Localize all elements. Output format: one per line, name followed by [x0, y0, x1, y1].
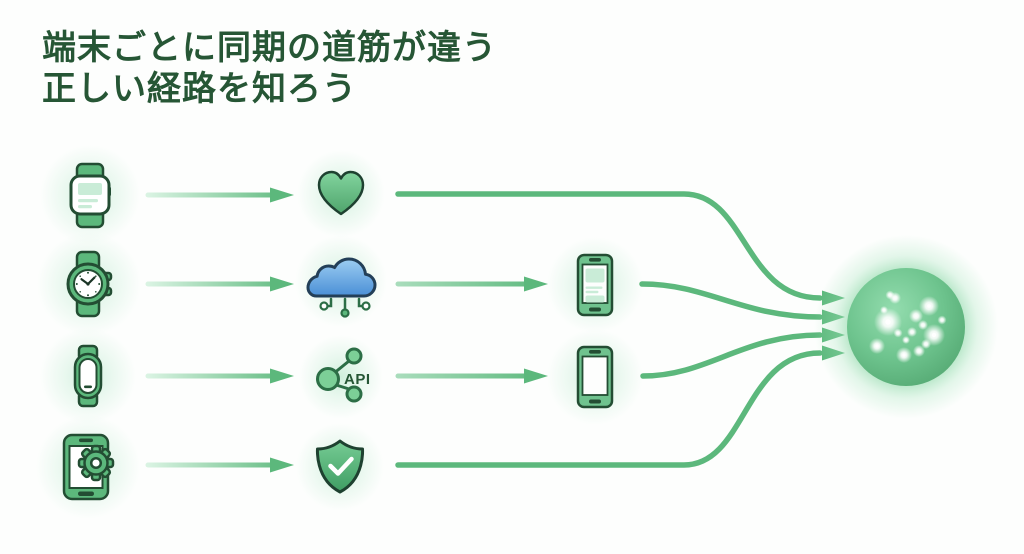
arrow-api-to-phone	[395, 368, 548, 384]
arrow-cloud-to-phone	[395, 276, 548, 292]
smartwatch-icon	[69, 162, 111, 229]
arrow-phone-to-shield	[145, 457, 294, 473]
gear-icon	[77, 444, 115, 482]
smartphone-blank-icon	[576, 345, 614, 409]
data-hub-sphere	[814, 235, 998, 419]
sphere-sparkles	[869, 290, 947, 363]
api-label: API	[344, 371, 371, 388]
fitness-band-icon	[73, 344, 103, 408]
api-share-icon: API	[316, 347, 371, 403]
title-line-1: 端末ごとに同期の道筋が違う	[42, 29, 497, 67]
page-title: 端末ごとに同期の道筋が違う 正しい経路を知ろう	[42, 28, 497, 110]
analog-watch-icon	[66, 250, 113, 318]
arrow-band-to-api	[145, 368, 294, 384]
smartphone-content-icon	[576, 253, 614, 317]
smartphone-settings-icon	[62, 433, 115, 501]
heart-icon	[317, 170, 365, 216]
title-line-2: 正しい経路を知ろう	[42, 70, 357, 108]
arrow-analogwatch-to-cloud	[145, 276, 294, 292]
arrow-smartwatch-to-heart	[145, 187, 294, 203]
shield-check-icon	[315, 439, 365, 494]
cloud-sync-icon	[306, 257, 377, 318]
